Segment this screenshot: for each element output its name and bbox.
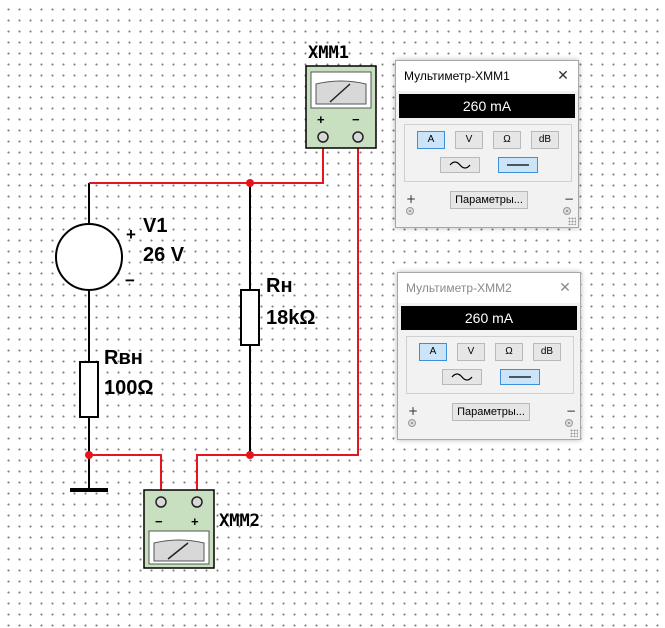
xmm1-plus-sign: +: [317, 112, 325, 127]
xmm1-settings-button[interactable]: Параметры...: [450, 191, 528, 209]
rn-value-label: 18kΩ: [266, 307, 315, 329]
wire-xmm2-plus-to-xmm1-minus: [196, 147, 359, 497]
rn-name-label: Rн: [266, 275, 293, 297]
xmm2-resize-grip[interactable]: [570, 429, 578, 437]
xmm1-panel-plus-sign: +: [406, 192, 417, 206]
multimeter-xmm2-window[interactable]: Мультиметр-XMM2 ✕ 260 mA A V Ω dB + − Па…: [397, 272, 581, 440]
xmm1-minus-terminal[interactable]: [352, 131, 364, 143]
xmm2-panel-plus-sign: +: [408, 404, 419, 418]
xmm1-ammeter-button[interactable]: A: [417, 131, 445, 149]
xmm1-name-label: XMM1: [308, 43, 349, 63]
multimeter-xmm2-symbol[interactable]: [143, 489, 215, 569]
xmm2-minus-terminal[interactable]: [155, 496, 167, 508]
xmm1-plus-terminal[interactable]: [317, 131, 329, 143]
xmm2-dc-button[interactable]: [500, 369, 540, 385]
xmm2-panel-minus-terminal[interactable]: [565, 419, 573, 427]
xmm1-dc-button[interactable]: [498, 157, 538, 173]
xmm2-ac-button[interactable]: [442, 369, 482, 385]
xmm1-mode-group: A V Ω dB: [404, 124, 572, 182]
resistor-rn[interactable]: [240, 289, 260, 346]
xmm1-minus-sign: −: [352, 112, 360, 127]
xmm2-reading-display: 260 mA: [401, 306, 577, 330]
xmm2-titlebar[interactable]: Мультиметр-XMM2 ✕: [398, 273, 580, 303]
xmm1-ohmmeter-button[interactable]: Ω: [493, 131, 521, 149]
rvn-name-label: Rвн: [104, 347, 143, 369]
v1-plus-sign: +: [126, 225, 136, 244]
junction-dot-right: [246, 451, 254, 459]
v1-minus-sign: −: [125, 271, 135, 290]
wire-ground-to-xmm2-minus: [89, 454, 162, 497]
xmm1-titlebar[interactable]: Мультиметр-XMM1 ✕: [396, 61, 578, 91]
v1-value-label: 26 V: [143, 244, 185, 266]
xmm2-plus-terminal[interactable]: [191, 496, 203, 508]
dc-line-icon: [507, 164, 529, 166]
xmm1-window-title: Мультиметр-XMM1: [404, 69, 510, 83]
xmm2-db-button[interactable]: dB: [533, 343, 561, 361]
xmm1-ac-button[interactable]: [440, 157, 480, 173]
xmm2-voltmeter-button[interactable]: V: [457, 343, 485, 361]
ac-wave-icon: [451, 373, 473, 381]
xmm1-panel-minus-terminal[interactable]: [563, 207, 571, 215]
xmm1-close-icon[interactable]: ✕: [557, 68, 569, 84]
xmm2-plus-sign: +: [191, 514, 199, 529]
xmm1-voltmeter-button[interactable]: V: [455, 131, 483, 149]
xmm2-window-title: Мультиметр-XMM2: [406, 281, 512, 295]
multimeter-xmm1-window[interactable]: Мультиметр-XMM1 ✕ 260 mA A V Ω dB + − Па…: [395, 60, 579, 228]
junction-dot-top: [246, 179, 254, 187]
voltage-source-v1[interactable]: [55, 223, 123, 291]
multimeter-xmm1-symbol[interactable]: [305, 65, 377, 149]
ac-wave-icon: [449, 161, 471, 169]
v1-name-label: V1: [143, 215, 167, 237]
rvn-value-label: 100Ω: [104, 377, 153, 399]
xmm1-resize-grip[interactable]: [568, 217, 576, 225]
xmm1-reading-display: 260 mA: [399, 94, 575, 118]
wire-top-to-xmm1-plus: [89, 147, 324, 184]
xmm1-db-button[interactable]: dB: [531, 131, 559, 149]
xmm2-ammeter-button[interactable]: A: [419, 343, 447, 361]
junction-dot-left: [85, 451, 93, 459]
xmm2-close-icon[interactable]: ✕: [559, 280, 571, 296]
xmm2-minus-sign: −: [155, 514, 163, 529]
dc-line-icon: [509, 376, 531, 378]
xmm2-panel-minus-sign: −: [566, 404, 577, 418]
xmm2-settings-button[interactable]: Параметры...: [452, 403, 530, 421]
xmm1-panel-minus-sign: −: [564, 192, 575, 206]
xmm2-panel-plus-terminal[interactable]: [408, 419, 416, 427]
resistor-rvn[interactable]: [79, 361, 99, 418]
xmm1-panel-plus-terminal[interactable]: [406, 207, 414, 215]
xmm2-ohmmeter-button[interactable]: Ω: [495, 343, 523, 361]
xmm2-mode-group: A V Ω dB: [406, 336, 574, 394]
xmm2-name-label: XMM2: [219, 511, 260, 531]
